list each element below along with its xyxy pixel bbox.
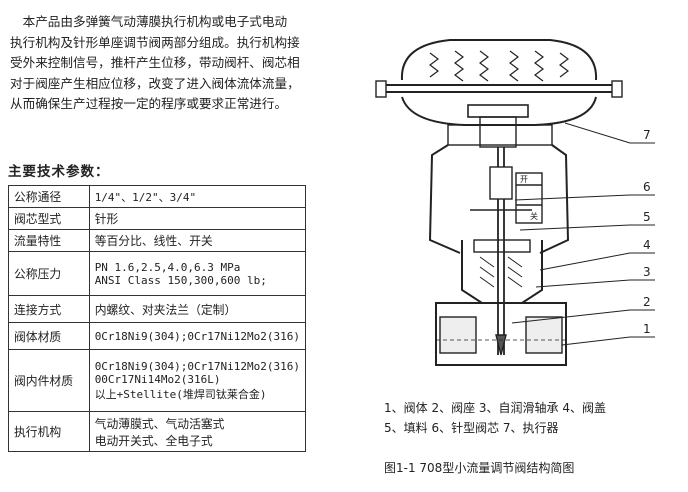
intro-line: 本产品由多弹簧气动薄膜执行机构或电子式电动	[10, 14, 288, 29]
spec-label: 阀体材质	[8, 322, 90, 350]
callout-number: 5	[643, 210, 651, 224]
callout-number: 3	[643, 265, 651, 279]
table-row: 公称压力 PN 1.6,2.5,4.0,6.3 MPa ANSI Class 1…	[8, 251, 307, 296]
callout-number: 7	[643, 128, 651, 142]
spec-label: 流量特性	[8, 229, 90, 252]
callout-number: 4	[643, 238, 651, 252]
spec-value: 等百分比、线性、开关	[88, 229, 307, 252]
actuator-cover	[400, 39, 598, 81]
table-row: 公称通径 1/4"、1/2"、3/4"	[8, 185, 307, 208]
packing	[479, 256, 523, 288]
bolt-right	[611, 80, 623, 98]
indicator-close-label: 关	[530, 211, 538, 221]
spec-value: 1/4"、1/2"、3/4"	[88, 185, 307, 208]
spec-label: 阀内件材质	[8, 349, 90, 412]
spec-value: 0Cr18Ni9(304);0Cr17Ni12Mo2(316)	[88, 322, 307, 350]
intro-line: 执行机构及针形单座调节阀两部分组成。执行机构接	[10, 34, 300, 50]
callout-number: 6	[643, 180, 651, 194]
actuator-base	[401, 96, 597, 126]
spec-value: 0Cr18Ni9(304);0Cr17Ni12Mo2(316) 00Cr17Ni…	[88, 349, 307, 412]
callout-number: 2	[643, 295, 651, 309]
stroke-indicator	[515, 172, 543, 224]
table-row: 阀内件材质 0Cr18Ni9(304);0Cr17Ni12Mo2(316) 00…	[8, 349, 307, 412]
spec-label: 阀芯型式	[8, 207, 90, 230]
spec-label: 公称通径	[8, 185, 90, 208]
callout-leaders	[511, 122, 655, 346]
legend-line: 1、阀体 2、阀座 3、自润滑轴承 4、阀盖	[384, 401, 606, 415]
spec-value: PN 1.6,2.5,4.0,6.3 MPa ANSI Class 150,30…	[88, 251, 307, 296]
parts-legend: 1、阀体 2、阀座 3、自润滑轴承 4、阀盖 5、填料 6、针型阀芯 7、执行器	[384, 398, 606, 438]
intro-line: 受外来控制信号，推杆产生位移，带动阀杆、阀芯相	[10, 55, 300, 70]
spec-value: 针形	[88, 207, 307, 230]
callout-number: 1	[643, 322, 651, 336]
figure-caption: 图1-1 708型小流量调节阀结构简图	[384, 461, 575, 475]
intro-line: 从而确保生产过程按一定的程序或要求正常进行。	[10, 96, 288, 111]
intro-line: 对于阀座产生相应位移，改变了进入阀体流体流量，	[10, 75, 300, 91]
spec-label: 连接方式	[8, 295, 90, 323]
actuator-springs	[429, 50, 569, 82]
table-row: 流量特性 等百分比、线性、开关	[8, 229, 307, 252]
callout-numbers: 7 6 5 4 3 2 1	[643, 128, 651, 336]
valve-structure-diagram: 开 关 7 6 5 4 3 2 1	[375, 39, 655, 366]
table-row: 阀芯型式 针形	[8, 207, 307, 230]
specs-table: 公称通径 1/4"、1/2"、3/4" 阀芯型式 针形 流量特性 等百分比、线性…	[8, 185, 307, 452]
spec-label: 公称压力	[8, 251, 90, 296]
needle-plug	[495, 334, 507, 356]
legend-line: 5、填料 6、针型阀芯 7、执行器	[384, 421, 559, 435]
params-title: 主要技术参数：	[8, 164, 110, 180]
table-row: 阀体材质 0Cr18Ni9(304);0Cr17Ni12Mo2(316)	[8, 322, 307, 350]
valve-body	[435, 302, 567, 366]
spec-label: 执行机构	[8, 411, 90, 452]
intro-text: 本产品由多弹簧气动薄膜执行机构或电子式电动 执行机构及针形单座调节阀两部分组成。…	[10, 12, 340, 115]
spec-value: 气动薄膜式、气动活塞式 电动开关式、全电子式	[88, 411, 307, 452]
table-row: 连接方式 内螺纹、对夹法兰（定制）	[8, 295, 307, 323]
indicator-open-label: 开	[520, 175, 528, 184]
bolt-left	[375, 80, 387, 98]
table-row: 执行机构 气动薄膜式、气动活塞式 电动开关式、全电子式	[8, 411, 307, 452]
spec-value: 内螺纹、对夹法兰（定制）	[88, 295, 307, 323]
